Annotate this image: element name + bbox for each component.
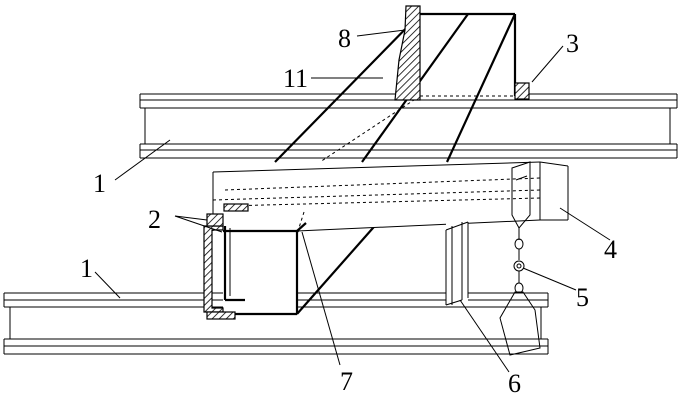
label-11: 11 bbox=[283, 64, 308, 93]
upper-i-beam bbox=[139, 93, 678, 159]
transverse-box-member bbox=[212, 161, 569, 232]
label-4: 4 bbox=[604, 235, 617, 264]
label-5: 5 bbox=[576, 283, 589, 312]
label-2: 2 bbox=[148, 205, 161, 234]
leader-lines bbox=[94, 29, 611, 373]
part-6-plate bbox=[445, 221, 469, 306]
lower-i-beam bbox=[3, 292, 549, 355]
label-1-upper: 1 bbox=[93, 169, 106, 198]
part-2-clamp bbox=[203, 203, 249, 320]
diagonal-box-member bbox=[229, 12, 517, 315]
part-8-wedge bbox=[394, 5, 421, 101]
part-3-block bbox=[514, 82, 530, 100]
part-5-lifting-gear bbox=[499, 161, 541, 356]
label-1-lower: 1 bbox=[80, 254, 93, 283]
label-6: 6 bbox=[508, 369, 521, 398]
label-3: 3 bbox=[566, 29, 579, 58]
label-8: 8 bbox=[338, 24, 351, 53]
label-7: 7 bbox=[340, 367, 353, 396]
